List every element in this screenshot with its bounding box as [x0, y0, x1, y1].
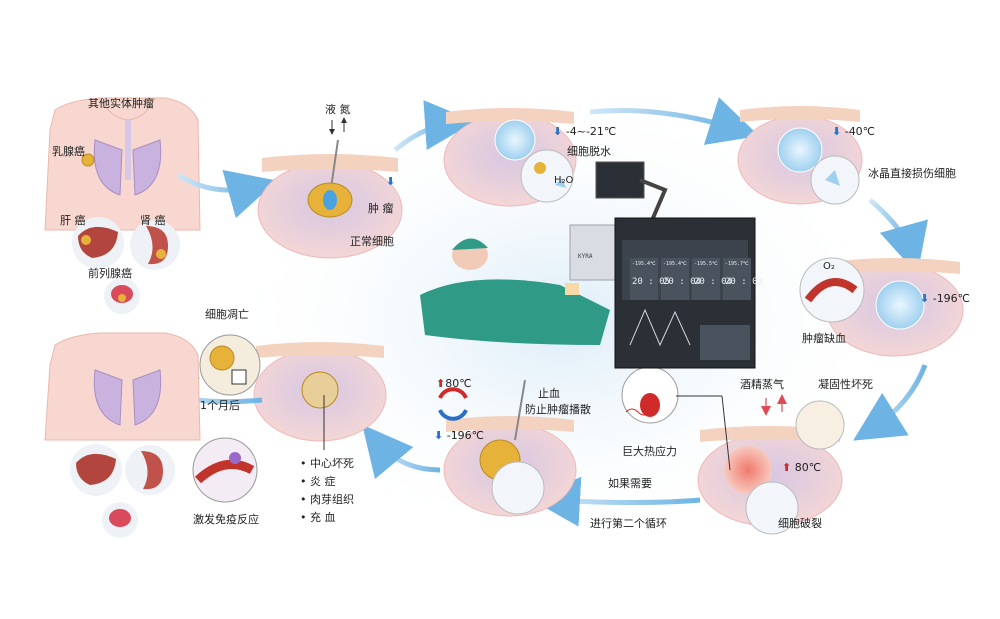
prevent-spread-label: 防止肿瘤播散: [525, 403, 591, 416]
prostate-icon: [104, 278, 140, 314]
thermal-stress-label: 巨大热应力: [622, 445, 677, 458]
loop-label-2: 进行第二个循环: [590, 517, 667, 530]
device-brand: KYRA: [578, 253, 593, 260]
torso-before: [44, 97, 201, 231]
apoptosis-label: 细胞凋亡: [205, 308, 249, 321]
flow-arrow-6: [362, 424, 441, 480]
tile-1-time: 20 : 05: [632, 277, 670, 287]
step1-tissue: [257, 139, 403, 259]
tile-3-temp: -195.5℃: [694, 261, 718, 267]
apoptosis-inset: [199, 334, 261, 396]
tile-1-temp: -195.4℃: [632, 261, 656, 267]
step4-temp-value: -196℃: [932, 292, 971, 305]
step4-temp: ⬇ -196℃: [920, 293, 970, 304]
down-arrow-icon: ⬇: [920, 292, 930, 305]
down-arrow-icon: ⬇: [553, 125, 563, 138]
one-month-label: 1个月后: [200, 399, 240, 412]
tile-4-temp: -195.7℃: [725, 261, 749, 267]
screen-tiles: [629, 258, 751, 360]
immune-inset: [192, 437, 258, 503]
step6-tissue: [438, 379, 577, 517]
flow-arrow-1: [176, 169, 278, 219]
immune-response-label: 激发免疫反应: [193, 513, 259, 526]
step5-tissue: [621, 366, 845, 535]
patient: [420, 238, 610, 345]
cold-indicator-icon: ⬇: [386, 175, 396, 188]
tile-2-time: 20 : 04: [663, 277, 701, 287]
step6-hot-value: 80℃: [445, 377, 472, 390]
effect-item-4: • 充 血: [300, 511, 336, 524]
flow-arrow-5: [853, 364, 928, 441]
breast-tumor-icon: [81, 153, 95, 167]
tile-3-time: 20 : 04: [694, 277, 732, 287]
step6-cold-value: -196℃: [446, 429, 485, 442]
up-arrow-icon: ⬆: [436, 377, 446, 390]
tile-4-time: 20 : 03: [725, 277, 763, 287]
tumor-label: 肿 瘤: [368, 202, 394, 215]
step5-temp-value: 80℃: [794, 461, 822, 474]
ice-crystal-label: 冰晶直接损伤细胞: [868, 167, 956, 180]
cell-rupture-label: 细胞破裂: [778, 517, 822, 530]
breast-cancer-label: 乳腺癌: [52, 145, 85, 158]
tumor-types-title: 其他实体肿瘤: [88, 97, 154, 110]
prostate-cancer-label: 前列腺癌: [88, 267, 132, 280]
coagulative-necrosis-label: 凝固性坏死: [818, 378, 873, 391]
effect-item-2: • 炎 症: [300, 475, 336, 488]
step6-hot-temp: ⬆80℃: [436, 378, 472, 389]
normal-cell-label: 正常细胞: [350, 235, 394, 248]
step3-tissue: [737, 106, 863, 205]
kidney-cancer-label: 肾 癌: [140, 214, 166, 227]
water-label: H₂O: [554, 175, 574, 186]
flow-arrow-3: [589, 97, 760, 145]
step3-temp: ⬇ -40℃: [832, 126, 875, 137]
liquid-nitrogen-label: 液 氮: [325, 103, 351, 116]
oxygen-label: O₂: [823, 261, 835, 272]
effect-item-1: • 中心坏死: [300, 457, 354, 470]
flow-arrow-4: [868, 198, 928, 275]
step4-tissue: [799, 257, 964, 357]
down-arrow-icon: ⬇: [832, 125, 842, 138]
step2-temp-value: -4~-21℃: [565, 125, 617, 138]
step7-tissue: [253, 342, 387, 450]
torso-after: [44, 332, 201, 538]
tile-2-temp: -195.4℃: [663, 261, 687, 267]
loop-arrow: [530, 476, 701, 527]
effect-item-3: • 肉芽组织: [300, 493, 354, 506]
cell-dehydration-label: 细胞脱水: [567, 145, 611, 158]
step3-temp-value: -40℃: [844, 125, 876, 138]
tumor-ischemia-label: 肿瘤缺血: [802, 332, 846, 345]
down-arrow-icon: ⬇: [434, 429, 444, 442]
step5-temp: ⬆ 80℃: [782, 462, 821, 473]
kidney-icon: [130, 220, 180, 270]
step2-tissue: [443, 108, 577, 207]
up-arrow-icon: ⬆: [782, 461, 792, 474]
loop-label-1: 如果需要: [608, 477, 652, 490]
step6-cold-temp: ⬇ -196℃: [434, 430, 484, 441]
alcohol-vapor-label: 酒精蒸气: [740, 378, 784, 391]
hemostasis-label: 止血: [538, 387, 560, 400]
liver-cancer-label: 肝 癌: [60, 214, 86, 227]
liver-icon: [72, 217, 124, 269]
step2-temp: ⬇ -4~-21℃: [553, 126, 616, 137]
